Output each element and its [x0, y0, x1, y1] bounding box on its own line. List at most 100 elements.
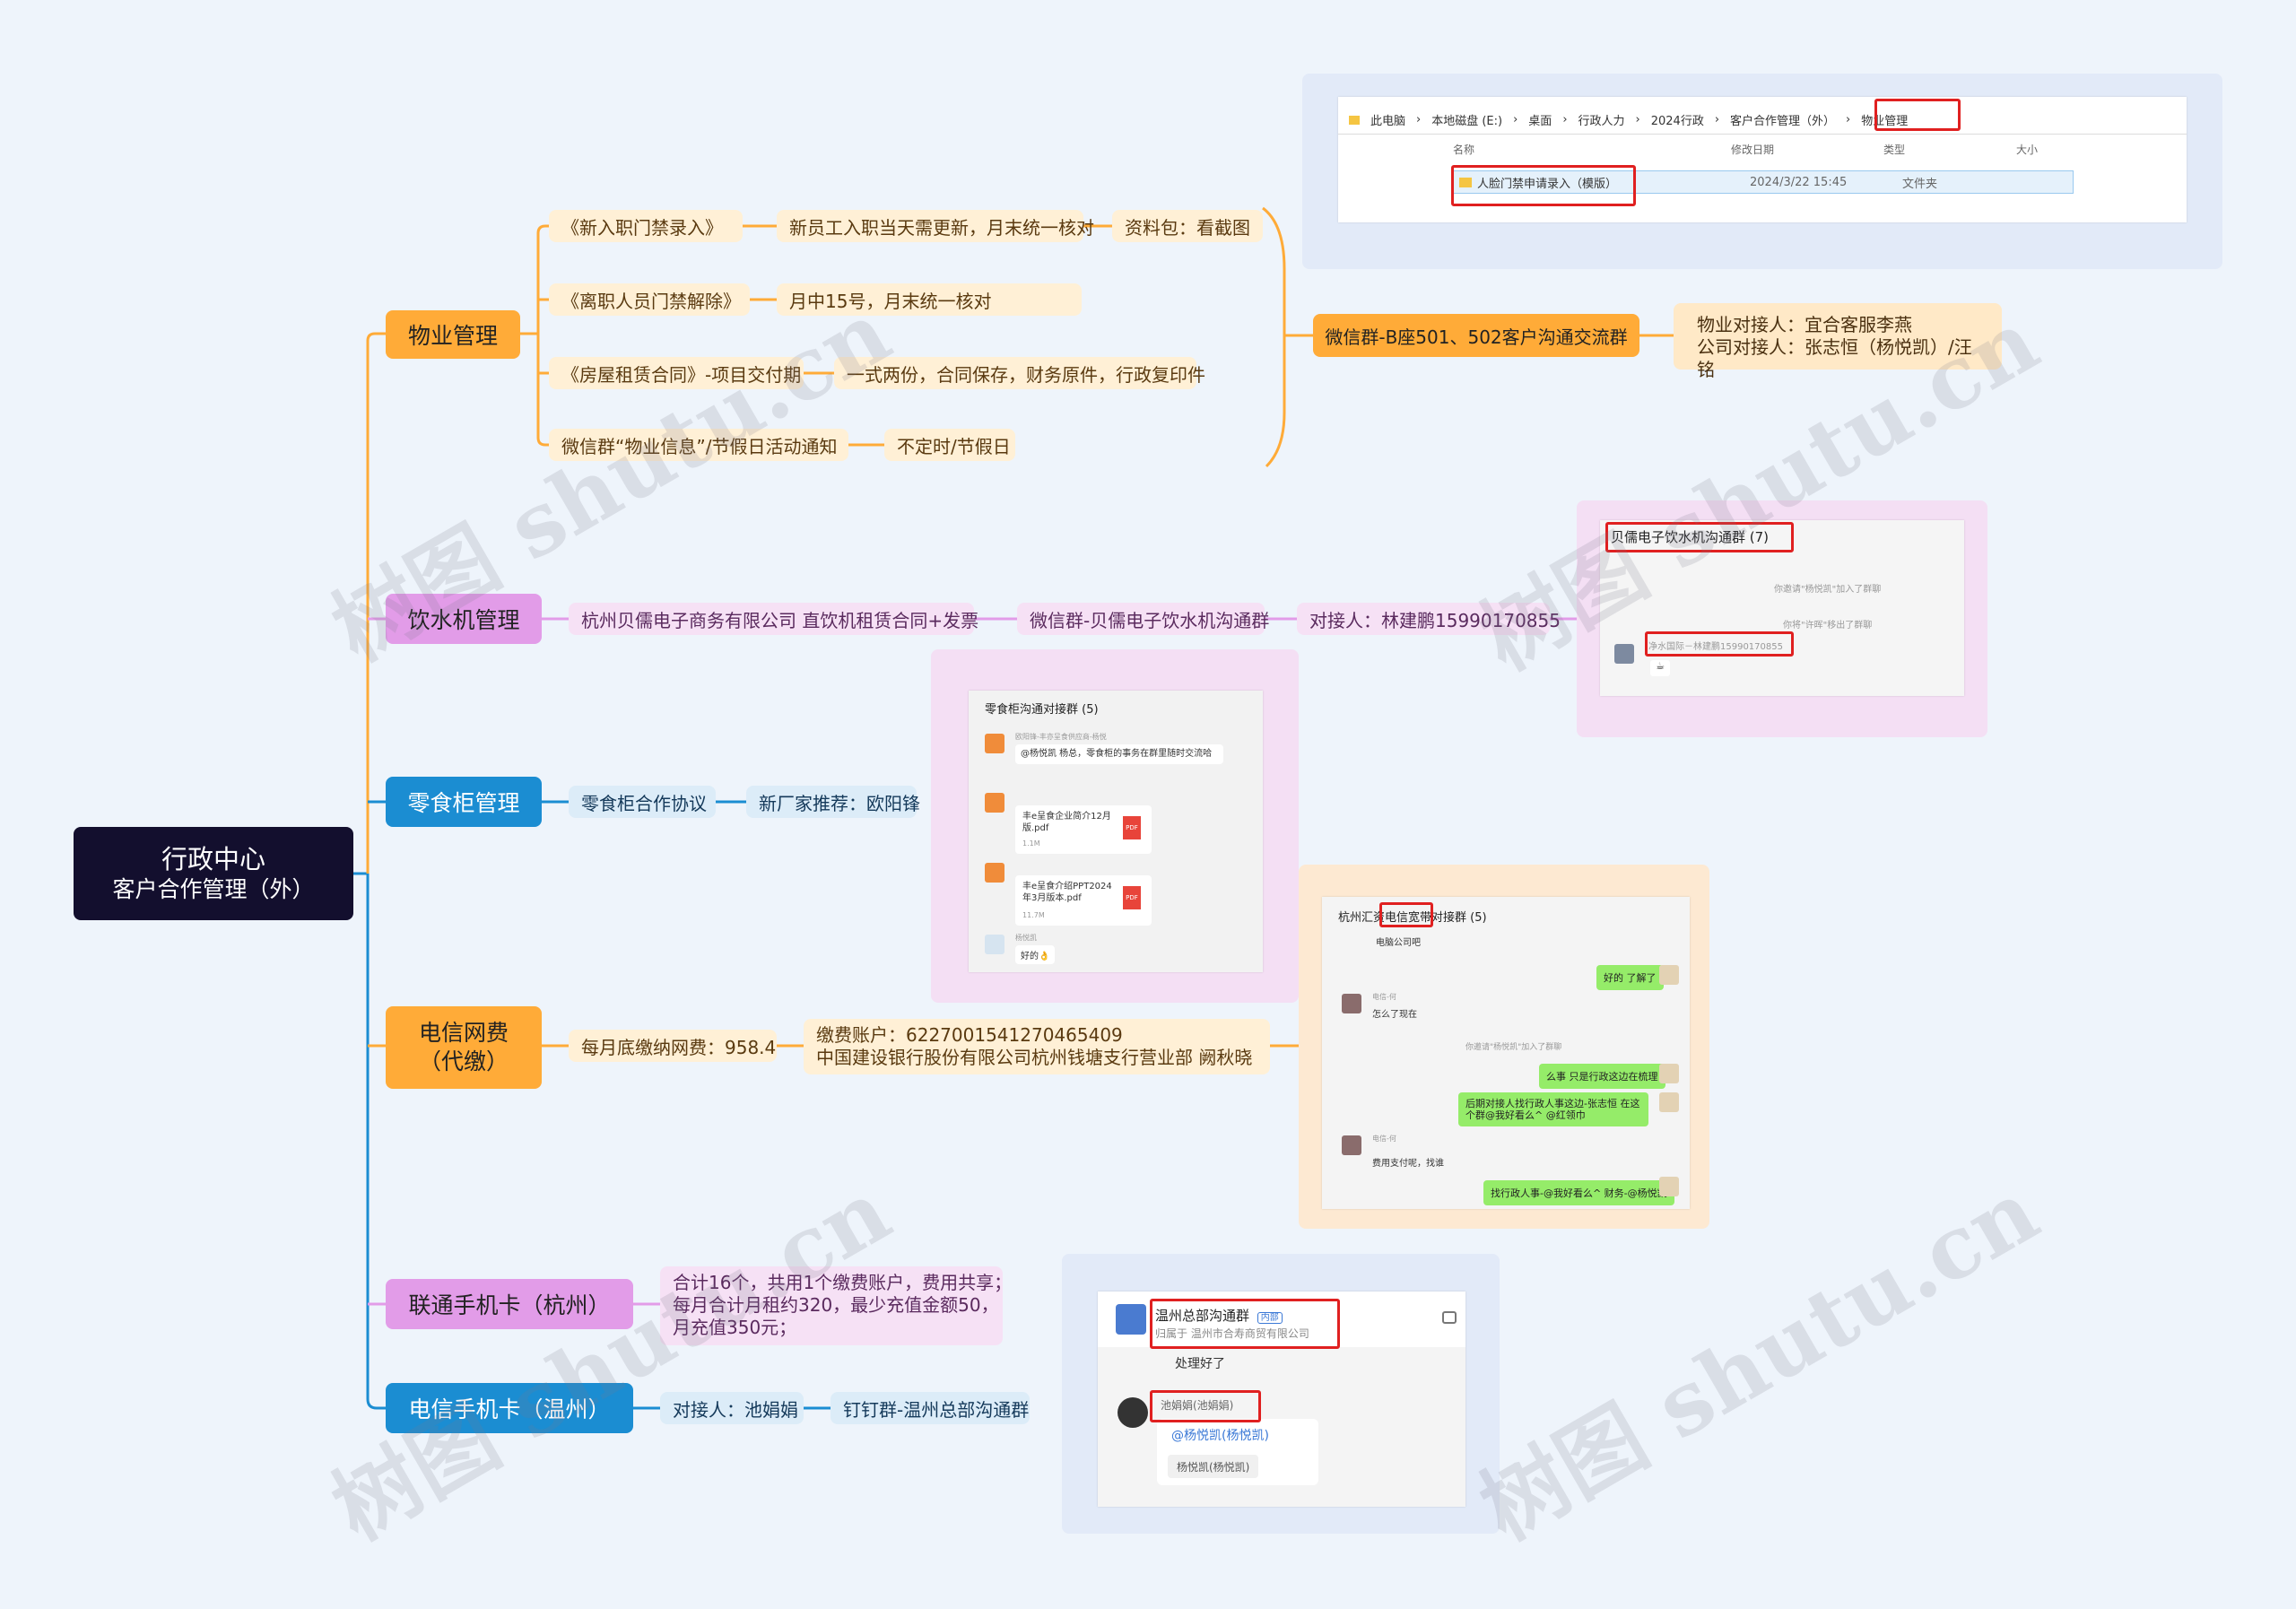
unicom-line-2: 每月合计月租约320，最少充值金额50， — [673, 1294, 999, 1316]
explorer-breadcrumb: 此电脑› 本地磁盘 (E:)› 桌面› 行政人力› 2024行政› 客户合作管理… — [1338, 106, 2187, 135]
telecom-wz-contact[interactable]: 对接人：池娟娟 — [660, 1392, 804, 1424]
highlight-box — [1605, 522, 1794, 552]
water-chat-sender: 净水国际－林建鹏15990170855 — [1648, 642, 1783, 652]
user-avatar — [1659, 1064, 1679, 1083]
telecom-chat-title: 杭州汇资电信宽带对接群 (5) — [1338, 911, 1487, 925]
property-contact-2: 公司对接人：张志恒（杨悦凯）/汪铭 — [1697, 336, 1972, 380]
user-avatar — [1118, 1397, 1148, 1428]
crumb-4[interactable]: 2024行政 — [1650, 115, 1704, 128]
dingtalk-mention[interactable]: @杨悦凯(杨悦凯) — [1171, 1429, 1269, 1443]
explorer-row[interactable]: 人脸门禁申请录入（模版） 2024/3/22 15:45 文件夹 — [1453, 170, 2074, 194]
row-date: 2024/3/22 15:45 — [1750, 175, 1848, 189]
tv-icon[interactable] — [1442, 1311, 1457, 1324]
user-avatar — [985, 734, 1004, 753]
snack-file2[interactable]: 丰e呈食介绍PPT2024年3月版本.pdf 11.7M PDF — [1015, 875, 1152, 926]
dingtalk-org: 归属于 温州市合寿商贸有限公司 — [1155, 1327, 1309, 1340]
row-type: 文件夹 — [1902, 177, 1938, 191]
col-date[interactable]: 修改日期 — [1731, 144, 1775, 156]
user-avatar — [1659, 1177, 1679, 1196]
dingtalk-reply: 杨悦凯(杨悦凯) — [1168, 1455, 1259, 1478]
highlight-box — [1645, 631, 1794, 657]
telecom-fee[interactable]: 每月底缴纳网费：958.4 — [569, 1030, 777, 1062]
snack-chat-screenshot: 零食柜沟通对接群 (5) 欧阳锋-丰亦呈食供应商-杨悦 @杨悦凯 杨总，零食柜的… — [969, 691, 1263, 972]
telecom-wz-group[interactable]: 钉钉群-温州总部沟通群 — [831, 1392, 1030, 1424]
property-item-entry-detail[interactable]: 新员工入职当天需更新，月末统一核对 — [777, 210, 1094, 242]
branch-telecom[interactable]: 电信网费 （代缴） — [386, 1006, 542, 1089]
crumb-6[interactable]: 物业管理 — [1861, 115, 1909, 128]
crumb-1[interactable]: 本地磁盘 (E:) — [1431, 115, 1503, 128]
snack-msg3: 好的👌 — [1015, 945, 1056, 964]
property-item-lease-detail[interactable]: 一式两份，合同保存，财务原件，行政复印件 — [834, 357, 1205, 389]
property-item-entry-extra[interactable]: 资料包：看截图 — [1112, 210, 1263, 242]
dingtalk-m1: 处理好了 — [1175, 1357, 1225, 1371]
internal-badge: 内部 — [1257, 1312, 1283, 1324]
file2-name: 丰e呈食介绍PPT2024年3月版本.pdf — [1022, 882, 1112, 903]
highlight-box — [1451, 165, 1636, 206]
property-item-entry[interactable]: 《新入职门禁录入》 — [549, 210, 743, 242]
telecom-m6: 费用支付呢，找谁 — [1372, 1159, 1444, 1169]
property-item-wechat-detail[interactable]: 不定时/节假日 — [884, 429, 1015, 461]
user-avatar — [1659, 1092, 1679, 1112]
branch-telecom-wz[interactable]: 电信手机卡（温州） — [386, 1383, 633, 1433]
telecom-m7: 找行政人事-@我好看么^ 财务-@杨悦凯 — [1483, 1180, 1674, 1205]
crumb-0[interactable]: 此电脑 — [1370, 115, 1406, 128]
property-item-lease[interactable]: 《房屋租赁合同》-项目交付期 — [549, 357, 804, 389]
property-item-exit-detail[interactable]: 月中15号，月末统一核对 — [777, 283, 1082, 316]
telecom-account-line2: 中国建设银行股份有限公司杭州钱塘支行营业部 阙秋晓 — [816, 1047, 1253, 1068]
highlight-box — [1874, 99, 1961, 131]
user-avatar — [985, 793, 1004, 813]
snack-file1[interactable]: 丰e呈食企业简介12月版.pdf 1.1M PDF — [1015, 805, 1152, 854]
telecom-m3-sender: 电信-何 — [1372, 993, 1396, 1001]
dingtalk-title: 温州总部沟通群 内部 — [1155, 1306, 1283, 1325]
crumb-3[interactable]: 行政人力 — [1578, 115, 1625, 128]
file1-size: 1.1M — [1022, 839, 1040, 848]
crumb-2[interactable]: 桌面 — [1528, 115, 1552, 128]
property-group[interactable]: 微信群-B座501、502客户沟通交流群 — [1313, 314, 1639, 357]
water-chat-title: 贝儒电子饮水机沟通群 (7) — [1611, 529, 1770, 545]
property-contact-1: 物业对接人：宜合客服李燕 — [1697, 314, 1912, 335]
row-name: 人脸门禁申请录入（模版） — [1477, 177, 1618, 191]
user-avatar — [985, 935, 1004, 954]
telecom-m4: 么事 只是行政这边在梳理 — [1539, 1064, 1665, 1089]
property-item-wechat[interactable]: 微信群“物业信息”/节假日活动通知 — [549, 429, 848, 461]
branch-property[interactable]: 物业管理 — [386, 310, 520, 359]
user-avatar — [1659, 965, 1679, 985]
property-item-exit[interactable]: 《离职人员门禁解除》 — [549, 283, 750, 316]
snack-chat-title: 零食柜沟通对接群 (5) — [985, 703, 1099, 717]
telecom-label-2: （代缴） — [418, 1048, 509, 1074]
branch-snack[interactable]: 零食柜管理 — [386, 777, 542, 827]
col-type[interactable]: 类型 — [1883, 144, 1906, 156]
col-name[interactable]: 名称 — [1453, 144, 1475, 156]
root-title: 行政中心 — [161, 844, 265, 874]
highlight-box — [1150, 1299, 1340, 1349]
user-avatar — [1342, 1135, 1361, 1155]
branch-unicom[interactable]: 联通手机卡（杭州） — [386, 1279, 633, 1329]
water-chat-sys2: 你将"许晖"移出了群聊 — [1783, 621, 1873, 631]
telecom-m3: 怎么了现在 — [1372, 1010, 1417, 1020]
water-group[interactable]: 微信群-贝儒电子饮水机沟通群 — [1017, 603, 1269, 635]
root-node[interactable]: 行政中心 客户合作管理（外） — [74, 827, 353, 920]
file1-name: 丰e呈食企业简介12月版.pdf — [1022, 812, 1111, 833]
water-contact[interactable]: 对接人：林建鹏15990170855 — [1297, 603, 1561, 635]
telecom-account[interactable]: 缴费账户：6227001541270465409 中国建设银行股份有限公司杭州钱… — [804, 1019, 1270, 1074]
user-avatar — [1614, 644, 1634, 664]
crumb-5[interactable]: 客户合作管理（外） — [1730, 115, 1836, 128]
water-company[interactable]: 杭州贝儒电子商务有限公司 直饮机租赁合同+发票 — [569, 603, 978, 635]
dingtalk-screenshot: 温州总部沟通群 内部 归属于 温州市合寿商贸有限公司 处理好了 池娟娟(池娟娟)… — [1098, 1292, 1465, 1507]
unicom-details[interactable]: 合计16个，共用1个缴费账户，费用共享； 每月合计月租约320，最少充值金额50… — [660, 1266, 1012, 1345]
branch-water[interactable]: 饮水机管理 — [386, 594, 542, 644]
dingtalk-title-text: 温州总部沟通群 — [1155, 1308, 1250, 1324]
snack-msg1-sender: 欧阳锋-丰亦呈食供应商-杨悦 — [1015, 733, 1107, 741]
dingtalk-message: @杨悦凯(杨悦凯) 杨悦凯(杨悦凯) — [1157, 1419, 1318, 1485]
snack-vendor[interactable]: 新厂家推荐：欧阳锋 — [746, 786, 920, 818]
dingtalk-sender: 池娟娟(池娟娟) — [1161, 1399, 1234, 1412]
telecom-chat-screenshot: 杭州汇资电信宽带对接群 (5) 电脑公司吧 好的 了解了 电信-何 怎么了现在 … — [1322, 897, 1690, 1209]
highlight-box — [1379, 902, 1433, 927]
group-avatar — [1116, 1304, 1146, 1335]
col-size[interactable]: 大小 — [2016, 144, 2039, 156]
snack-agreement[interactable]: 零食柜合作协议 — [569, 786, 716, 818]
property-contacts[interactable]: 物业对接人：宜合客服李燕 公司对接人：张志恒（杨悦凯）/汪铭 — [1674, 303, 2002, 380]
snack-msg3-sender: 杨悦凯 — [1015, 934, 1037, 942]
highlight-box — [1150, 1390, 1261, 1422]
